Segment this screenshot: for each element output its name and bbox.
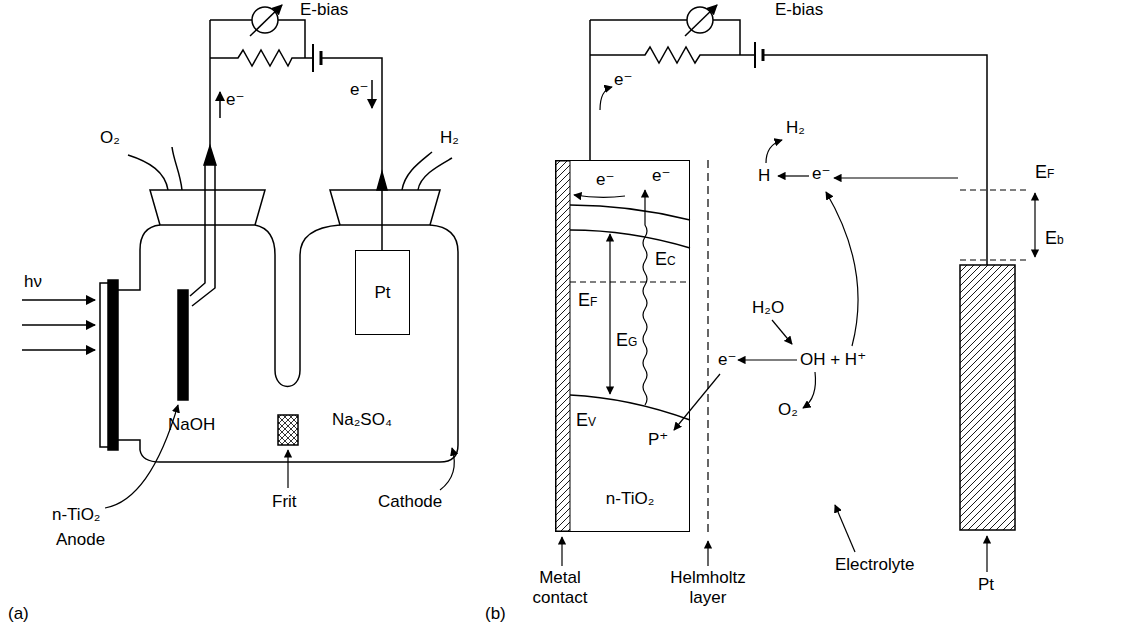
text-label: H₂O [752,298,784,318]
text-label: e⁻ [226,90,244,110]
reaction-arrow [826,192,858,346]
reaction-arrow [772,320,792,344]
resistor-symbol [210,20,313,150]
text-label: e⁻ [652,166,670,186]
text-label: e⁻ [350,80,368,100]
text-label: n-TiO₂ [52,505,100,525]
text-label: e⁻ [812,164,830,184]
electrode-box: Pt [355,250,410,335]
text-label: (a) [8,604,29,624]
text-label: NaOH [168,415,215,435]
cathode-wire [321,58,382,250]
gap-arrow [609,234,610,394]
text-label: H₂ [786,118,805,138]
cathode-wire [763,55,987,265]
battery-symbol [754,42,756,68]
text-label: e⁻ [718,350,736,370]
leader-line [440,448,454,490]
leader-line [835,505,855,552]
lead-tip [204,146,216,165]
anode-lead [190,165,215,306]
anode-plate [178,290,188,400]
band-edge [570,230,690,248]
energy-level-label: EC [655,249,676,271]
text-label: P⁺ [648,430,668,450]
fermi-level [570,281,690,282]
reaction-arrow [834,177,958,178]
energy-level-label: Eb [1045,228,1064,250]
ammeter-symbol [687,7,713,33]
electron-arrow [574,195,625,197]
helmholtz-line [707,160,708,535]
flask-outline [118,225,458,462]
text-label: O₂ [778,400,798,420]
meter-needle [685,5,717,36]
text-label: Helmholtz layer [663,568,753,608]
leader-line [287,450,288,488]
metal-contact [556,161,570,531]
energy-level-label: EV [576,410,596,432]
node-label: n-TiO₂ [571,489,689,509]
gas-outlet [402,152,452,190]
node-label: Pt [374,283,390,303]
text-label: OH + H⁺ [800,350,866,370]
energy-level-label: EF [1035,162,1054,184]
text-label: e⁻ [596,170,614,190]
energy-level-label: EF [578,290,597,312]
bias-arrow [1034,193,1035,257]
ammeter-symbol [252,7,278,33]
quartz-window [100,283,108,447]
energy-level-label: EG [616,330,637,352]
text-label: E-bias [300,0,348,20]
meter-wire [590,20,740,55]
text-label: H₂ [440,128,459,148]
text-label: Electrolyte [835,555,914,575]
text-label: E-bias [775,0,823,20]
reaction-arrow [674,374,720,430]
ground-joint [330,190,440,225]
frit [278,415,298,445]
meter-needle [250,5,282,36]
electron-arrow [371,80,373,108]
light-arrow [22,324,95,326]
pt-electrode [960,265,1015,530]
reaction-arrow [778,175,809,176]
text-label: Na₂SO₄ [332,410,392,430]
text-label: Frit [272,492,297,512]
ground-joint [150,190,265,225]
electron-arrow [219,92,221,118]
leader-line [986,536,987,572]
reaction-arrow [738,359,797,360]
leader-line [105,405,178,508]
battery-symbol [312,44,314,72]
text-label: e⁻ [614,70,632,90]
text-label: Pt [978,575,994,595]
meter-wire [210,20,305,58]
light-arrow [22,299,95,301]
text-label: Cathode [378,492,442,512]
reaction-arrow [803,372,816,408]
photon-excitation [643,190,647,405]
resistor-symbol [590,20,755,160]
text-label: Metal contact [515,568,605,608]
leader-line [707,541,708,566]
text-label: hν [24,272,42,292]
electron-arrow [600,87,612,110]
text-label: (b) [485,604,506,624]
reaction-arrow [766,140,782,163]
fermi-level [960,189,1030,190]
bias-level [960,259,1030,260]
window-flange [108,280,118,450]
gas-outlet [128,147,182,190]
text-label: Anode [56,530,105,550]
text-label: H [758,166,770,186]
leader-line [561,537,562,566]
band-edge [570,205,690,220]
lead-tip [377,172,387,190]
text-label: O₂ [100,128,120,148]
light-arrow [22,349,95,351]
